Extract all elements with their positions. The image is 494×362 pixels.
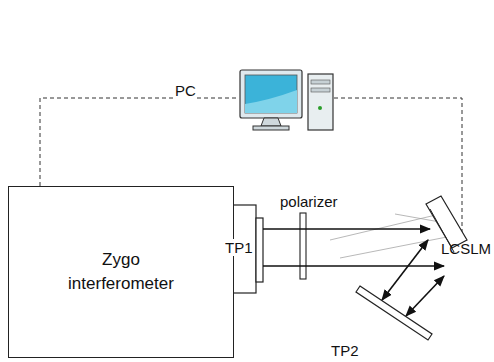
- box-title: Zygo interferometer: [66, 248, 176, 296]
- device-label: PC: [174, 82, 197, 99]
- computer-icon: [240, 70, 333, 130]
- part-label: polarizer: [279, 193, 339, 210]
- instrument-box: Zygo interferometer: [8, 186, 234, 358]
- part-label: TP2: [330, 342, 360, 359]
- light-beam: [263, 229, 444, 316]
- stray-beam: [330, 214, 452, 258]
- part-label: LCSLM: [440, 240, 492, 257]
- polarizer-plate: [300, 213, 306, 279]
- tp2-plate: [356, 286, 432, 340]
- part-label: TP1: [224, 239, 254, 256]
